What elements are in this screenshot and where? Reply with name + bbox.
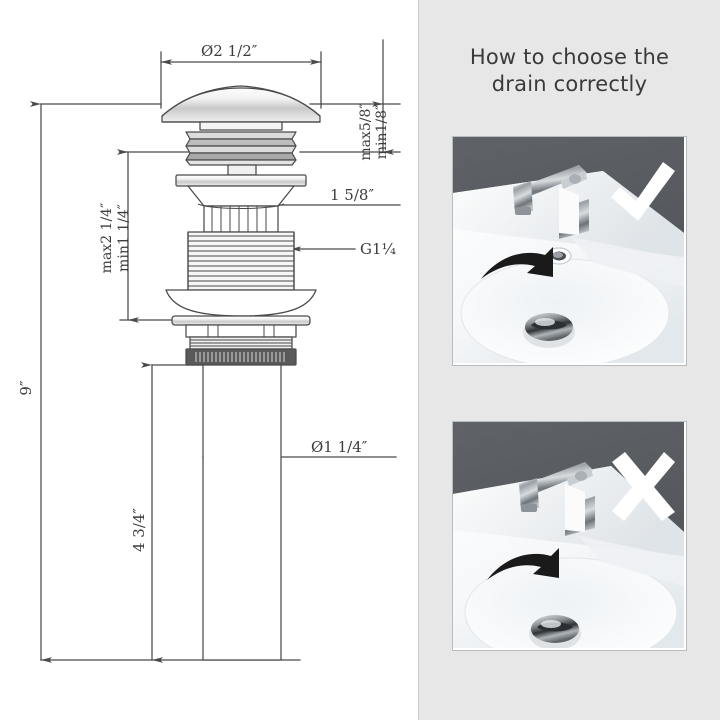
pointer-arrow-icon (481, 247, 553, 279)
photo-sink-without-overflow (452, 421, 687, 651)
dim-tail-length-text: 4 3/4″ (130, 508, 148, 552)
panel-divider (418, 0, 419, 720)
page-title-line-1: How to choose the (469, 45, 670, 69)
page-title-line-2: drain correctly (491, 72, 648, 96)
photo-bad-illustration (453, 422, 684, 648)
dim-total-height-text: 9″ (17, 380, 35, 396)
dim-flange-diameter-text: 1 5/8″ (330, 186, 374, 204)
cross-mark-icon (612, 452, 675, 521)
pointer-arrow-icon (487, 548, 559, 580)
dim-body-height-max-text: max2 1/4″ (99, 203, 115, 274)
faucet-icon (513, 165, 589, 239)
photo-good-illustration (453, 137, 684, 363)
dim-cap-height-min-text: min1/8″ (374, 105, 390, 160)
dim-body-height-min-text: min1 1/4″ (116, 204, 132, 272)
drain-stopper-icon (529, 615, 581, 648)
page-title: How to choose the drain correctly (419, 44, 720, 98)
faucet-icon (519, 462, 595, 536)
info-panel: How to choose the drain correctly (419, 0, 720, 720)
check-mark-icon (611, 162, 675, 221)
dim-tail-diameter-text: Ø1 1/4″ (311, 438, 368, 456)
photo-sink-with-overflow (452, 136, 687, 366)
drain-stopper-icon (523, 313, 575, 348)
technical-drawing-panel: Ø2 1/2″ 1 5/8″ G1¼ Ø1 1/4″ max5/8″ min1/… (17, 39, 401, 663)
dim-thread-spec-text: G1¼ (360, 240, 397, 258)
dim-cap-diameter-text: Ø2 1/2″ (201, 42, 258, 60)
dim-cap-height-max-text: max5/8″ (358, 103, 374, 160)
drain-technical-drawing: Ø2 1/2″ 1 5/8″ G1¼ Ø1 1/4″ max5/8″ min1/… (17, 39, 401, 663)
